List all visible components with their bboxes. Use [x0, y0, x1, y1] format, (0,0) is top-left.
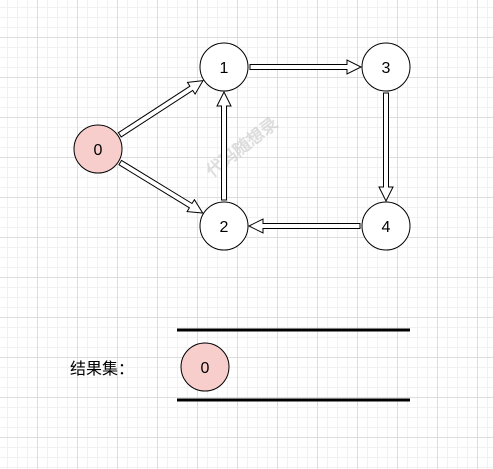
node-0: 0: [73, 124, 123, 174]
edge-0-to-1: [117, 79, 204, 138]
graph-edges: [117, 59, 394, 234]
edge-0-to-2: [118, 159, 204, 214]
node-3: 3: [361, 42, 411, 92]
result-item-label: 0: [201, 360, 210, 377]
edge-1-to-3: [249, 59, 363, 75]
edge-2-to-1: [216, 90, 232, 201]
node-4: 4: [361, 201, 411, 251]
node-label: 0: [94, 142, 103, 159]
node-2: 2: [199, 201, 249, 251]
node-1: 1: [199, 42, 249, 92]
graph-nodes: 0 1 2 3 4: [73, 42, 411, 251]
node-label: 4: [382, 219, 391, 236]
result-set-label: 结果集：: [70, 359, 135, 378]
node-label: 3: [382, 60, 391, 77]
edge-4-to-2: [247, 218, 361, 234]
node-label: 2: [220, 219, 229, 236]
result-set: 0: [180, 342, 230, 392]
watermark: 代码随想录: [201, 113, 282, 182]
watermark-text: 代码随想录: [201, 113, 282, 182]
node-label: 1: [220, 60, 229, 77]
edge-3-to-4: [378, 92, 394, 203]
result-item-0: 0: [180, 342, 230, 392]
